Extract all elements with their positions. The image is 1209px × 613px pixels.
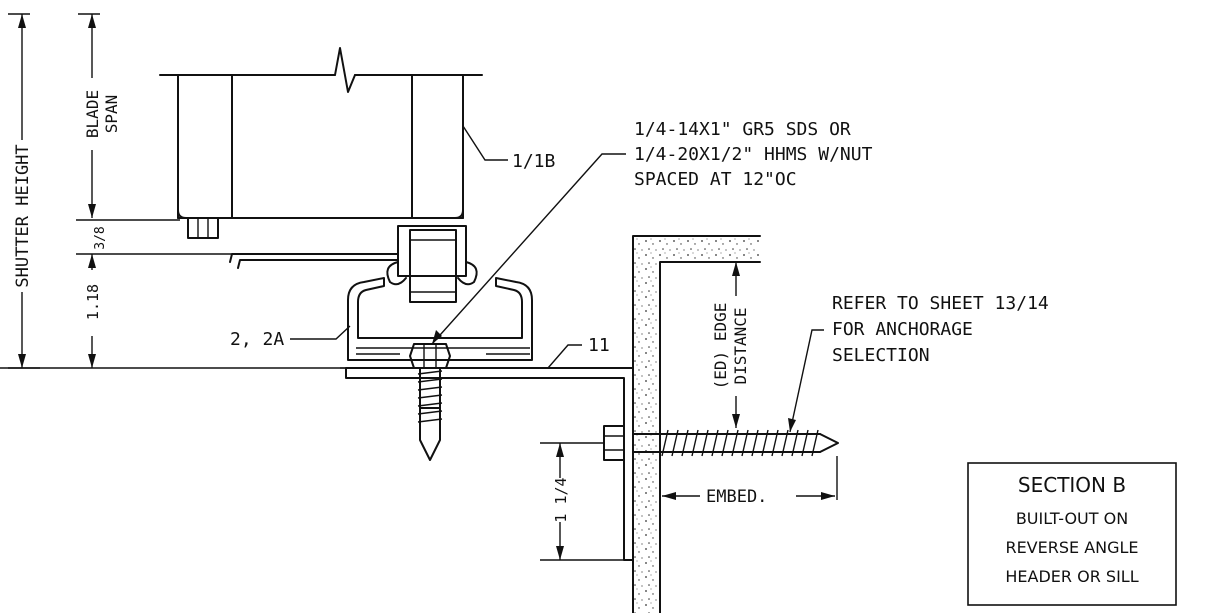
callout-track-label: 2, 2A [230, 329, 284, 350]
callout-anchorage-line2: FOR ANCHORAGE [832, 319, 973, 340]
callout-blade: 1/1B [462, 125, 555, 172]
callout-anchorage-line3: SELECTION [832, 345, 930, 366]
blade-span-label-1: BLADE [83, 90, 102, 138]
shutter-height-label: SHUTTER HEIGHT [13, 144, 33, 287]
track-height-dimension: 1.18 [84, 254, 102, 368]
callout-anchorage-line1: REFER TO SHEET 13/14 [832, 293, 1049, 314]
section-subtitle-1: BUILT-OUT ON [1016, 509, 1128, 528]
shutter-blade [159, 47, 483, 219]
callout-fastener-line2: 1/4-20X1/2" HHMS W/NUT [634, 144, 873, 165]
embed-dimension: EMBED. [662, 456, 838, 507]
concrete-header [632, 235, 761, 613]
reverse-angle [340, 367, 634, 561]
callout-fastener-line3: SPACED AT 12"OC [634, 169, 797, 190]
callout-track: 2, 2A [230, 325, 351, 350]
section-subtitle-2: REVERSE ANGLE [1005, 538, 1138, 557]
blade-bolt-head [187, 217, 219, 239]
blade-span-dimension: BLADE SPAN [78, 13, 121, 218]
sds-screw [409, 343, 451, 461]
callout-angle: 11 [547, 335, 610, 369]
section-title-box: SECTION B BUILT-OUT ON REVERSE ANGLE HEA… [967, 462, 1177, 606]
track-height-label: 1.18 [84, 284, 102, 320]
shutter-height-dimension: SHUTTER HEIGHT [8, 13, 40, 369]
callout-blade-label: 1/1B [512, 151, 555, 172]
track-extrusion [229, 225, 533, 361]
blade-span-label-2: SPAN [102, 95, 121, 134]
section-subtitle-3: HEADER OR SILL [1005, 567, 1138, 586]
embed-label: EMBED. [706, 487, 767, 507]
edge-distance-dimension: (ED) EDGE DISTANCE [711, 262, 750, 428]
angle-leg-dimension: 1 1/4 [540, 442, 624, 561]
edge-distance-label-1: (ED) EDGE [711, 303, 730, 390]
section-title: SECTION B [1018, 473, 1126, 497]
angle-leg-label: 1 1/4 [552, 477, 570, 522]
edge-distance-label-2: DISTANCE [731, 307, 750, 384]
anchor-bolt [603, 425, 839, 461]
callout-fastener: 1/4-14X1" GR5 SDS OR 1/4-20X1/2" HHMS W/… [431, 119, 873, 345]
gap-label: 3/8 [93, 226, 108, 249]
gap-dimension: 3/8 [76, 219, 240, 255]
callout-anchorage: REFER TO SHEET 13/14 FOR ANCHORAGE SELEC… [788, 293, 1049, 433]
callout-fastener-line1: 1/4-14X1" GR5 SDS OR [634, 119, 851, 140]
callout-angle-label: 11 [588, 335, 610, 356]
